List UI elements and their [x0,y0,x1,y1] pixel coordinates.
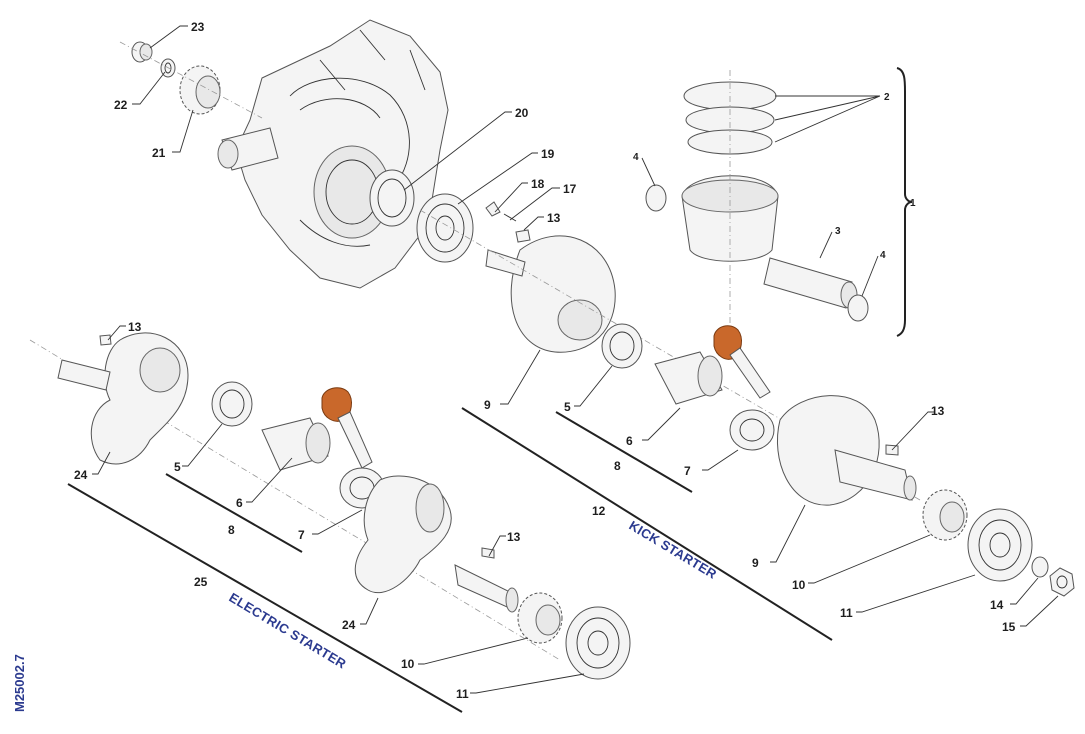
callout-7-right: 7 [684,464,691,478]
gear-part [179,65,221,115]
sleeve-left [261,417,331,471]
callout-24-mid: 24 [342,618,356,632]
callout-18: 18 [531,177,545,191]
diagram-code: M25002.7 [12,654,27,712]
kick-crank-half-left [485,235,616,353]
seal-part [369,169,415,227]
kick-starter-label: KICK STARTER [626,518,719,582]
callout-17: 17 [563,182,577,196]
crankcase-drawing [217,19,449,289]
callout-14: 14 [990,598,1004,612]
callout-19: 19 [541,147,555,161]
electric-starter-label: ELECTRIC STARTER [226,590,349,672]
callout-11-left: 11 [456,687,469,701]
callout-3: 3 [835,226,841,237]
leader-lines [92,25,1059,694]
needle-bearing-left [211,381,253,427]
callout-20: 20 [515,106,529,120]
piston-pin [763,257,858,309]
washer-right [1031,556,1049,578]
callout-6-right: 6 [626,434,633,448]
main-bearing-top [416,193,474,263]
callout-24-left: 24 [74,468,88,482]
callout-13-top: 13 [547,211,561,225]
callout-2: 2 [884,92,890,103]
callout-11-right: 11 [840,606,853,620]
group-brackets [67,407,833,713]
key-top [515,229,531,243]
callout-5-left: 5 [174,460,181,474]
group-1-brace [896,67,913,337]
callout-8-left: 8 [228,523,235,537]
callout-15: 15 [1002,620,1016,634]
callout-6-left: 6 [236,496,243,510]
callout-7-left: 7 [298,528,305,542]
circlip-right [847,294,869,322]
callout-5-right: 5 [564,400,571,414]
circlip-left [645,184,667,212]
callout-13-right: 13 [931,404,945,418]
callout-13-left: 13 [128,320,142,334]
callout-25: 25 [194,575,208,589]
callout-4-right: 4 [880,250,886,261]
callout-9-right: 9 [752,556,759,570]
callout-21: 21 [152,146,166,160]
callout-10-right: 10 [792,578,806,592]
key-mid [481,547,495,559]
piston-rings [683,81,777,155]
bearing-left [565,606,631,680]
callout-labels: 23 22 21 20 19 18 17 13 2 1 4 3 4 13 24 … [74,20,1016,701]
callout-13-mid: 13 [507,530,521,544]
callout-23: 23 [191,20,205,34]
electric-crank-half-left [57,332,189,465]
nut-right [1049,567,1075,597]
callout-12: 12 [592,504,606,518]
callout-10-left: 10 [401,657,415,671]
key-left [99,334,112,346]
gear-right [922,489,968,541]
kick-crank-half-right [776,395,917,506]
conrod-right [713,325,775,451]
callout-4-left: 4 [633,152,639,163]
callout-22: 22 [114,98,128,112]
plate-and-screw [485,201,517,222]
callout-8-right: 8 [614,459,621,473]
gear-left [517,592,563,644]
sleeve-right [654,351,723,405]
electric-crank-half-right [354,475,519,613]
bearing-right [967,508,1033,582]
needle-bearing-right [601,323,643,369]
callout-1: 1 [910,198,916,209]
callout-9-top: 9 [484,398,491,412]
cap-part [131,41,153,63]
